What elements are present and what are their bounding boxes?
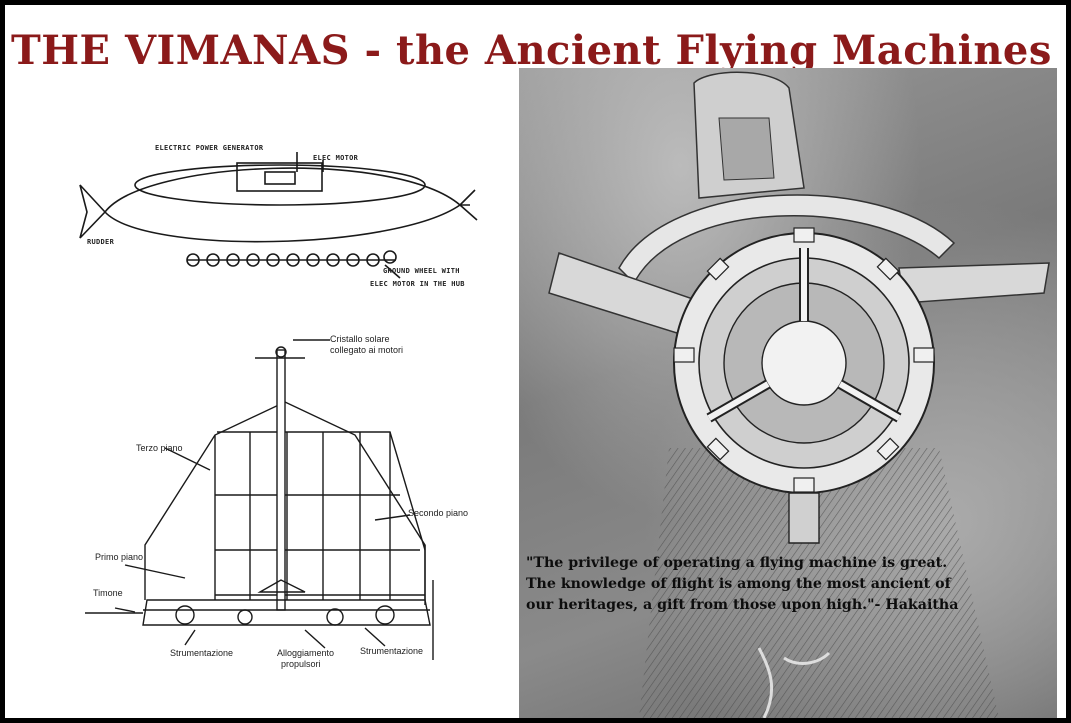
quote-line-2: The knowledge of flight is among the mos… <box>526 576 951 592</box>
label-third-floor: Terzo piano <box>136 443 183 453</box>
label-elec-motor: ELEC MOTOR <box>313 154 359 162</box>
hakaitha-quote: "The privilege of operating a flying mac… <box>526 553 1062 616</box>
poster-frame: THE VIMANAS - the Ancient Flying Machine… <box>5 5 1066 718</box>
vimana-illustration <box>519 68 1057 718</box>
label-instruments-right: Strumentazione <box>360 646 424 656</box>
label-housing-1: Alloggiamento <box>277 648 335 658</box>
label-crystal-1: Cristallo solare <box>330 334 390 344</box>
vimana-section-diagram: Cristallo solare collegato ai motori Ter… <box>65 330 495 685</box>
label-second-floor: Secondo piano <box>408 508 469 518</box>
ground-wheels <box>186 250 397 267</box>
quote-line-1: "The privilege of operating a flying mac… <box>526 555 948 571</box>
label-rudder-it: Timone <box>93 588 123 598</box>
page-title: THE VIMANAS - the Ancient Flying Machine… <box>11 27 1052 74</box>
label-ground-wheel-1: GROUND WHEEL WITH <box>383 267 460 275</box>
vimana-side-diagram: ELECTRIC POWER GENERATOR ELEC MOTOR RUDD… <box>65 130 495 295</box>
label-ground-wheel-2: ELEC MOTOR IN THE HUB <box>370 280 465 288</box>
quote-line-3: our heritages, a gift from those upon hi… <box>526 597 959 613</box>
label-rudder: RUDDER <box>87 238 115 246</box>
label-housing-2: propulsori <box>281 659 321 669</box>
vimana-side-sketch <box>79 152 478 279</box>
label-instruments-left: Strumentazione <box>170 648 234 658</box>
label-crystal-2: collegato ai motori <box>330 345 404 355</box>
vimana-engraving <box>548 71 1050 718</box>
label-power-generator: ELECTRIC POWER GENERATOR <box>155 144 264 152</box>
label-first-floor: Primo piano <box>95 552 144 562</box>
vimana-section-sketch <box>85 339 434 660</box>
